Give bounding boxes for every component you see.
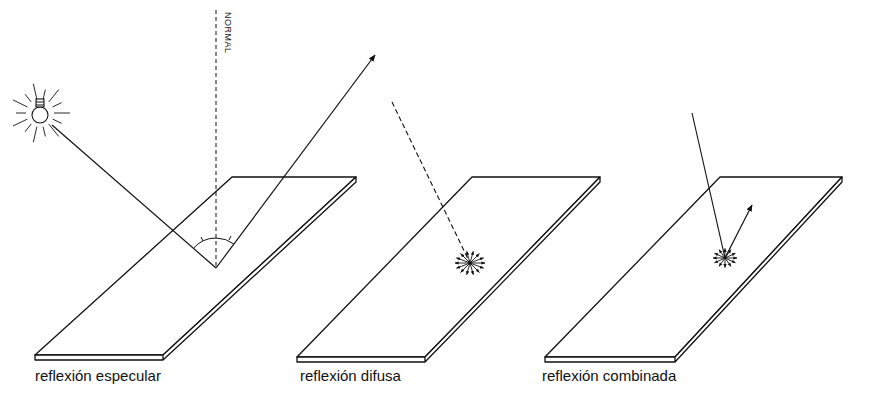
bulb-glass (32, 107, 48, 123)
plane-edge (545, 177, 842, 362)
light-ray (43, 90, 45, 100)
light-ray (16, 113, 26, 114)
plane-edge (297, 177, 600, 362)
reflected-ray (725, 205, 752, 258)
scatter-ray (725, 258, 726, 268)
light-ray (43, 127, 45, 137)
caption-label: reflexión difusa (300, 368, 401, 385)
incident-ray (692, 113, 725, 258)
scatter-ray (467, 251, 470, 263)
light-ray (13, 119, 27, 126)
bulb-base (36, 99, 44, 107)
angle-tick (201, 236, 231, 241)
light-ray (54, 113, 70, 114)
surface-plane (545, 177, 842, 357)
light-ray (53, 103, 62, 107)
light-bulb (32, 99, 48, 123)
light-ray (13, 100, 27, 107)
angle-arc (193, 238, 234, 248)
light-ray (53, 119, 62, 123)
scatter-ray (715, 258, 725, 263)
scatter-ray (725, 253, 735, 258)
incident-ray (52, 125, 216, 268)
bulb-thread (36, 102, 44, 105)
incident-ray (392, 102, 470, 263)
caption-label: reflexión combinada (542, 368, 676, 385)
reflected-ray (216, 55, 375, 268)
scatter-ray (725, 248, 726, 258)
light-ray (25, 124, 31, 132)
scatter-ray (719, 250, 725, 258)
normal-label: NORMAL (222, 12, 232, 54)
scatter-ray (455, 263, 470, 264)
light-ray (33, 127, 37, 143)
surface-plane (297, 177, 600, 357)
scatter-ray (470, 263, 485, 264)
normal-line (216, 10, 217, 268)
light-ray (25, 94, 31, 102)
scatter-bursts (455, 248, 737, 274)
scatter-ray (725, 258, 731, 266)
scatter-ray (470, 258, 484, 263)
scatter-ray (470, 263, 473, 275)
light-ray (49, 90, 59, 103)
scatter-ray (456, 263, 470, 268)
caption-label: reflexión especular (35, 368, 161, 385)
plane-edge (35, 177, 356, 360)
light-ray (33, 84, 37, 100)
